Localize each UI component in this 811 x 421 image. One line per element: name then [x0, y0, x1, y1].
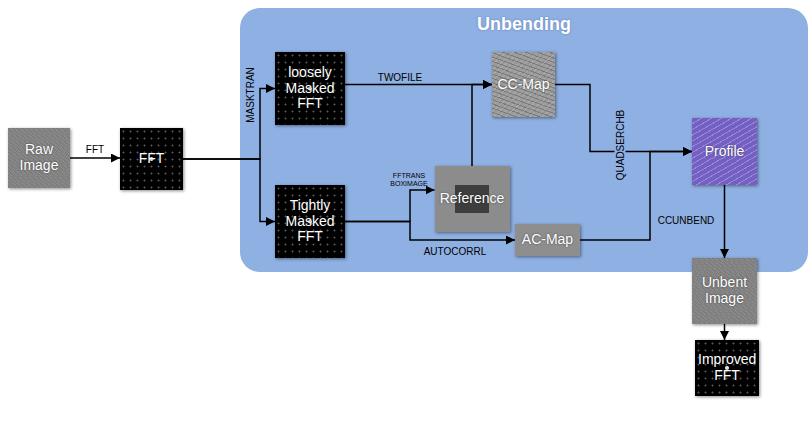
- fft-box: Tightly Masked FFT: [275, 185, 345, 258]
- connector-arrow: [70, 157, 120, 159]
- box-label: loosely Masked FFT: [278, 65, 342, 112]
- edge-label: QUADSERCHB: [615, 107, 626, 184]
- fft-box: loosely Masked FFT: [275, 52, 345, 125]
- profile-box: Profile: [692, 118, 757, 185]
- box-label: Tightly Masked FFT: [278, 198, 342, 245]
- edge-label: FFT: [86, 144, 104, 155]
- edge-label: TWOFILE: [378, 72, 422, 83]
- edge-label: CCUNBEND: [658, 215, 715, 226]
- connector-arrow: [724, 185, 726, 258]
- reference-box: Reference: [435, 166, 510, 232]
- edge-label: FFTRANS BOXIMAGE: [388, 172, 430, 187]
- fft-box: FFT: [120, 128, 183, 190]
- connector-arrow: [345, 84, 492, 86]
- box-label: Raw Image: [11, 142, 67, 173]
- image-box: Unbent Image: [692, 258, 757, 324]
- map-box: AC-Map: [515, 224, 580, 256]
- box-label: Reference: [438, 191, 507, 207]
- edge-label: MASKTRAN: [245, 67, 256, 123]
- edge-label: AUTOCORRL: [424, 246, 487, 257]
- fft-box: Improved FFT: [695, 340, 759, 396]
- region-title: Unbending: [243, 14, 805, 34]
- box-label: Unbent Image: [695, 275, 754, 306]
- box-label: Profile: [695, 144, 754, 160]
- map-box: CC-Map: [492, 52, 555, 117]
- box-label: FFT: [123, 151, 180, 167]
- process-region: Unbending loosely Masked FFT CC-MapReferen…: [240, 8, 808, 272]
- box-label: CC-Map: [495, 77, 552, 93]
- connector-arrow: [724, 324, 726, 340]
- box-label: Improved FFT: [698, 352, 756, 383]
- image-box: Raw Image: [8, 128, 70, 188]
- box-label: AC-Map: [518, 232, 577, 248]
